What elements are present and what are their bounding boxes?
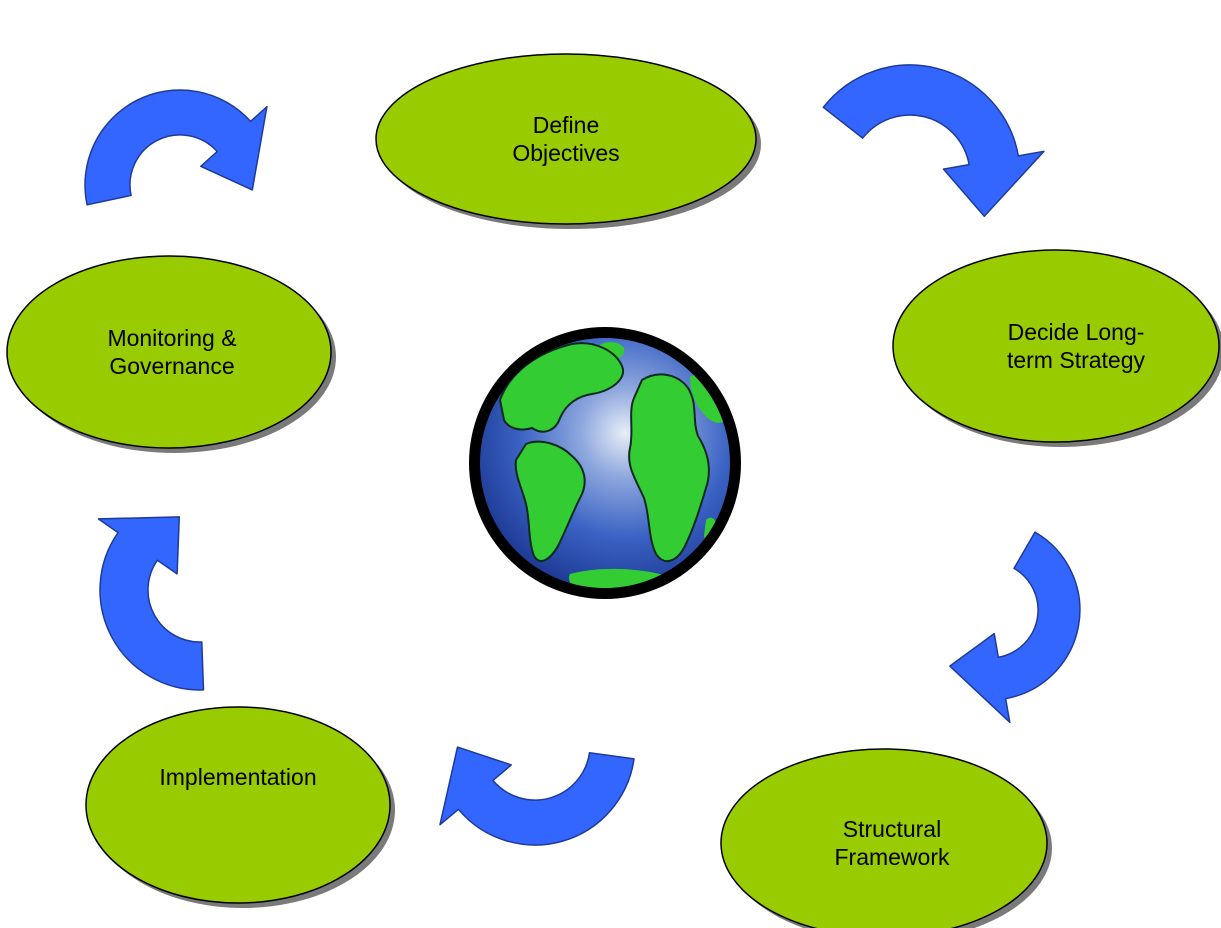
arrow-monitoring-to-define-curved-arrow-icon (84, 89, 268, 206)
node-ellipse (85, 706, 391, 904)
node-label-line: Define (533, 112, 599, 138)
arrow-define-to-strategy-curved-arrow-icon (822, 64, 1045, 218)
globe-icon (469, 327, 741, 599)
arrow-strategy-to-framework-curved-arrow-icon (949, 531, 1081, 724)
node-ellipse (375, 53, 757, 225)
node-monitoring-governance: Monitoring &Governance (6, 255, 336, 453)
node-label-line: Objectives (512, 140, 619, 166)
node-label: Implementation (159, 764, 316, 790)
node-implementation: Implementation (85, 706, 395, 908)
node-label-line: term Strategy (1007, 347, 1146, 373)
arrows-layer (84, 64, 1081, 846)
node-label: Monitoring &Governance (107, 325, 236, 379)
node-ellipse (6, 255, 332, 449)
node-ellipse (892, 249, 1220, 443)
node-label-line: Structural (843, 816, 941, 842)
node-decide-long-term-strategy: Decide Long-term Strategy (892, 249, 1221, 447)
arrow-framework-to-implementation-curved-arrow-icon (439, 746, 635, 846)
node-label-line: Monitoring & (107, 325, 236, 351)
node-label: Decide Long-term Strategy (1007, 319, 1146, 373)
node-label-line: Implementation (159, 764, 316, 790)
node-label-line: Decide Long- (1008, 319, 1145, 345)
node-label-line: Governance (109, 353, 234, 379)
node-ellipse (720, 748, 1048, 928)
arrow-implementation-to-monitoring-curved-arrow-icon (97, 516, 205, 691)
node-label-line: Framework (834, 844, 950, 870)
